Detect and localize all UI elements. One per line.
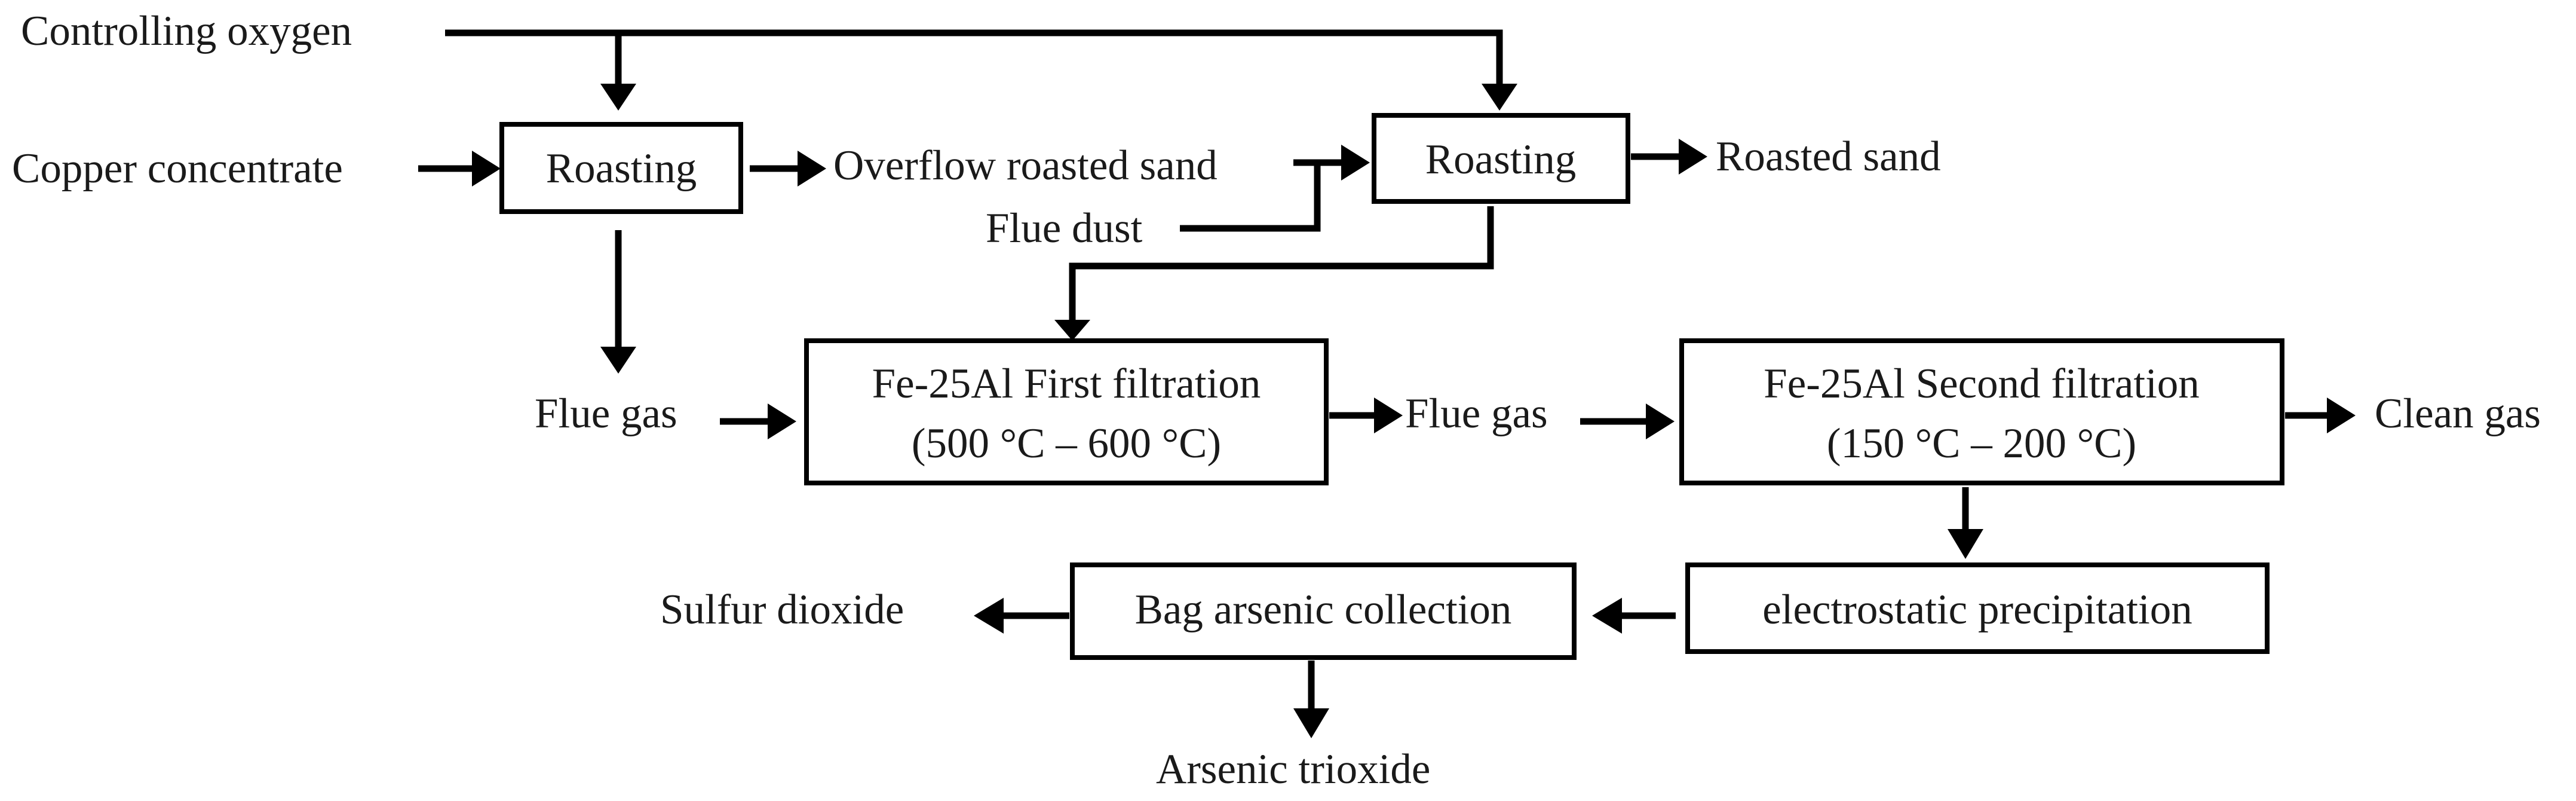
flue-gas-left-label: Flue gas — [535, 390, 677, 437]
first-filtration-label-line2: (500 °C – 600 °C) — [912, 420, 1221, 467]
stream-labels: Controlling oxygen Copper concentrate Ov… — [12, 8, 2541, 793]
arrowhead-oxygen-roasting-1 — [600, 84, 636, 111]
arrowhead-copper-roasting-1 — [472, 151, 501, 187]
bag-arsenic-collection-box — [1070, 562, 1577, 660]
second-filtration-box — [1679, 338, 2284, 485]
arrowhead-sulfur-dioxide — [974, 598, 1004, 634]
process-boxes: Roasting Roasting Fe-25Al First filtrati… — [499, 113, 2284, 660]
connectors — [418, 29, 2330, 711]
roasting-1-box — [499, 122, 743, 214]
arrowhead-flue-gas-down — [600, 347, 636, 374]
arrowhead-clean-gas — [2327, 398, 2356, 433]
electrostatic-precipitation-box — [1685, 562, 2270, 654]
flue-gas-middle-label: Flue gas — [1405, 390, 1548, 437]
arrowhead-second-filtration-left — [1646, 403, 1675, 439]
clean-gas-label: Clean gas — [2375, 390, 2541, 437]
sulfur-dioxide-label: Sulfur dioxide — [660, 586, 904, 633]
controlling-oxygen-label: Controlling oxygen — [21, 8, 352, 54]
second-filtration-label-line1: Fe-25Al Second filtration — [1764, 360, 2200, 407]
roasting-2-label: Roasting — [1425, 136, 1576, 183]
bag-arsenic-collection-label: Bag arsenic collection — [1135, 586, 1512, 633]
arrowhead-first-filtration-out — [1374, 398, 1403, 433]
arrowhead-arsenic-trioxide — [1293, 708, 1329, 738]
first-filtration-label-line1: Fe-25Al First filtration — [872, 360, 1261, 407]
flue-dust-label: Flue dust — [986, 205, 1143, 252]
arrowhead-roasting-2-input — [1341, 145, 1370, 181]
arrowhead-first-filtration-top — [1054, 320, 1090, 341]
arrowhead-overflow — [798, 151, 826, 187]
arrowhead-first-filtration-left — [768, 403, 796, 439]
roasting-2-box — [1372, 113, 1630, 204]
roasting-2-to-first-filtration-line — [1069, 206, 1494, 323]
flue-dust-line — [1180, 163, 1321, 232]
roasting-1-label: Roasting — [546, 145, 697, 192]
electrostatic-precipitation-label: electrostatic precipitation — [1762, 586, 2192, 633]
copper-concentrate-label: Copper concentrate — [12, 145, 343, 192]
arrowheads — [472, 84, 2356, 738]
arsenic-trioxide-label: Arsenic trioxide — [1156, 746, 1430, 793]
roasted-sand-label: Roasted sand — [1716, 133, 1941, 180]
second-filtration-label-line2: (150 °C – 200 °C) — [1827, 420, 2136, 467]
overflow-roasted-sand-label: Overflow roasted sand — [833, 142, 1218, 189]
oxygen-main-line — [445, 29, 1503, 87]
arrowhead-bag — [1592, 598, 1622, 634]
arrowhead-oxygen-roasting-2 — [1482, 84, 1517, 111]
arrowhead-electrostatic — [1948, 529, 1983, 559]
arrowhead-roasted-sand — [1679, 139, 1707, 175]
first-filtration-box — [804, 338, 1329, 485]
